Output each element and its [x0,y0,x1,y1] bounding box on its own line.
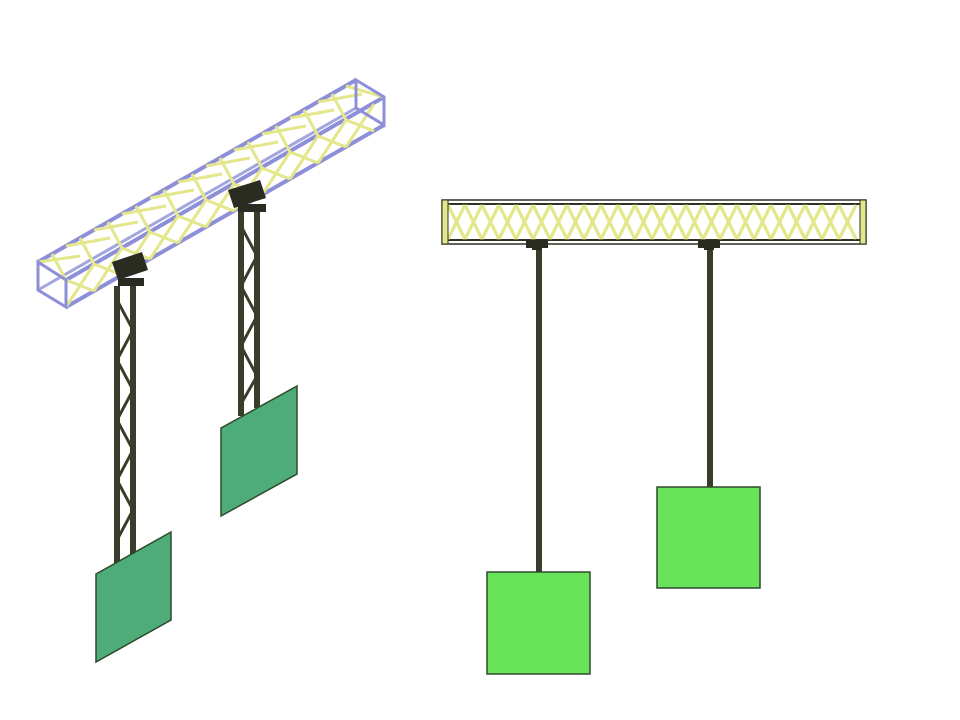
front-view [441,199,867,675]
front-clamp-right [698,240,720,250]
iso-chord-top-back [37,78,357,264]
front-rod-right [707,250,713,487]
iso-panel-left [95,530,172,664]
iso-post-left [114,286,136,566]
front-horizontal-truss [441,199,867,245]
front-truss-diagonals [446,204,858,240]
front-panel-left [486,571,591,675]
front-panel-right [656,486,761,589]
iso-horizontal-truss [36,77,386,310]
front-rod-left [536,250,542,572]
iso-clamp-right [228,180,266,212]
iso-chord-top-front [65,95,385,282]
isometric-view [36,77,386,664]
iso-post-right [238,212,260,416]
iso-truss-end-left [36,259,68,310]
iso-truss-top-diagonals [37,84,385,281]
iso-truss-end-right [354,77,386,128]
iso-panel-right [220,384,298,518]
front-clamp-left [526,240,548,250]
iso-clamp-left [112,252,148,286]
